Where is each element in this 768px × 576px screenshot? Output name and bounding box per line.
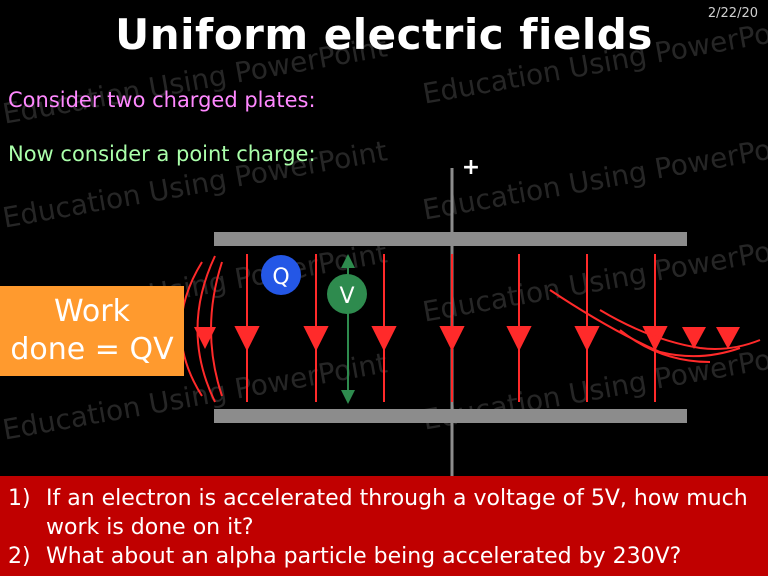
questions-panel: 1) If an electron is accelerated through… — [0, 476, 768, 576]
plus-sign: + — [462, 155, 480, 180]
intro-plates-text: Consider two charged plates: — [8, 88, 316, 112]
radial-field-line — [599, 309, 761, 350]
top-plate — [214, 232, 687, 246]
field-arrowhead — [439, 326, 465, 352]
question-item: 1) If an electron is accelerated through… — [8, 484, 758, 542]
question-number: 2) — [8, 544, 31, 569]
question-item: 2) What about an alpha particle being ac… — [8, 542, 758, 571]
field-arrowhead — [371, 326, 397, 352]
field-lines — [234, 254, 668, 402]
radial-field-line — [619, 329, 711, 363]
voltage-label: V — [339, 284, 354, 309]
field-arrowhead — [506, 326, 532, 352]
intro-charge-text: Now consider a point charge: — [8, 142, 316, 166]
slide-title: Uniform electric fields — [115, 10, 653, 59]
question-text: If an electron is accelerated through a … — [46, 486, 748, 540]
point-charge — [261, 255, 301, 295]
field-arrowhead — [234, 326, 260, 352]
question-number: 1) — [8, 486, 31, 511]
work-done-callout: Work done = QV — [0, 286, 184, 376]
charge-label: Q — [272, 265, 289, 290]
point-charge-field-lines — [549, 289, 761, 363]
question-text: What about an alpha particle being accel… — [46, 544, 682, 569]
radial-field-line — [549, 289, 741, 358]
slide-date: 2/22/20 — [707, 6, 758, 21]
field-arrowhead — [303, 326, 329, 352]
bottom-plate — [214, 409, 687, 423]
field-arrowhead — [574, 326, 600, 352]
work-done-line1: Work — [54, 294, 130, 329]
edge-arrowhead — [194, 327, 216, 349]
voltage-marker — [327, 274, 367, 314]
work-done-line2: done = QV — [10, 332, 174, 367]
radial-arrowhead — [682, 327, 706, 349]
radial-arrowhead — [716, 327, 740, 349]
